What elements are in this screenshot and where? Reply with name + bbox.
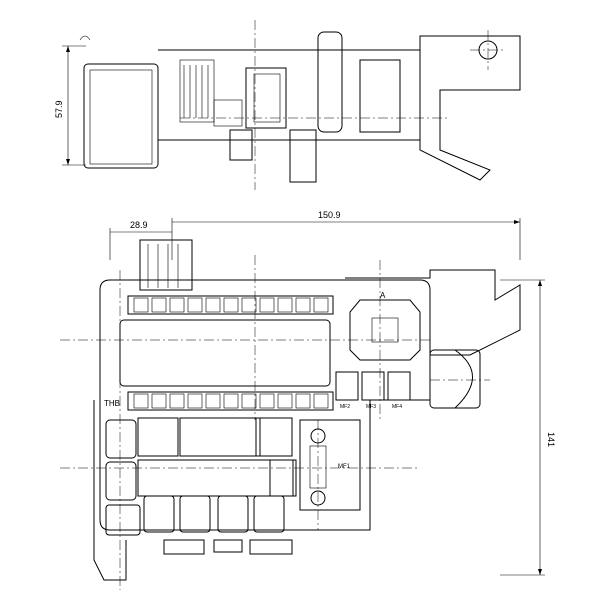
label-mf3: MF3 bbox=[366, 404, 376, 410]
label-relay-a: A bbox=[380, 291, 386, 300]
top-dimensions: 28.9 150.9 141 bbox=[109, 210, 556, 576]
label-mf1: MF1 bbox=[338, 464, 351, 470]
label-mf2: MF2 bbox=[340, 404, 350, 410]
label-thb: THB bbox=[104, 399, 120, 408]
fuse-row-top bbox=[133, 297, 329, 409]
dim-width-total: 150.9 bbox=[318, 210, 341, 220]
label-mf4: MF4 bbox=[392, 404, 402, 410]
top-view: THB A MF2 MF3 MF4 MF1 bbox=[60, 239, 521, 590]
dim-height-side: 57.9 bbox=[54, 100, 64, 118]
side-view: 57.9 bbox=[54, 20, 521, 190]
dim-height-total: 141 bbox=[546, 432, 556, 447]
dim-offset-left: 28.9 bbox=[130, 220, 148, 230]
